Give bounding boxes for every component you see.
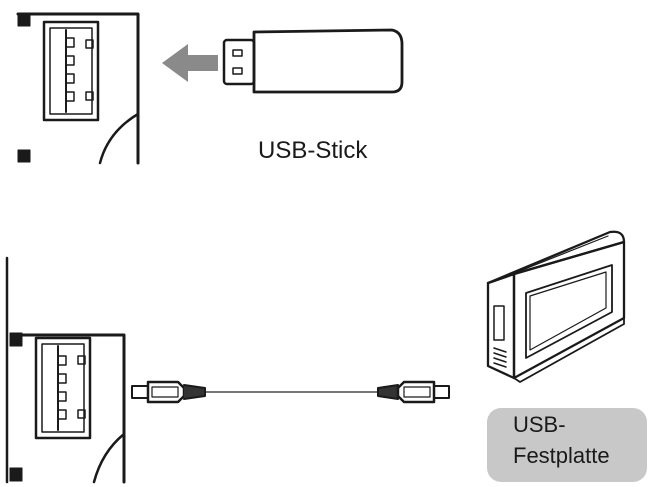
usb-hdd-label-box [487,408,647,482]
device-panel-top [16,12,140,165]
usb-port-icon [42,20,100,122]
usb-hdd-label-line2: Festplatte [513,443,610,468]
usb-stick-icon [222,28,404,94]
usb-cable-icon [131,380,450,404]
external-hard-drive-icon [486,230,626,383]
usb-hdd-label-line1: USB- [513,412,566,437]
usb-stick-label: USB-Stick [258,137,368,164]
device-panel-bottom [5,256,126,484]
arrow-left-icon [162,44,218,82]
usb-port-icon [34,336,92,440]
